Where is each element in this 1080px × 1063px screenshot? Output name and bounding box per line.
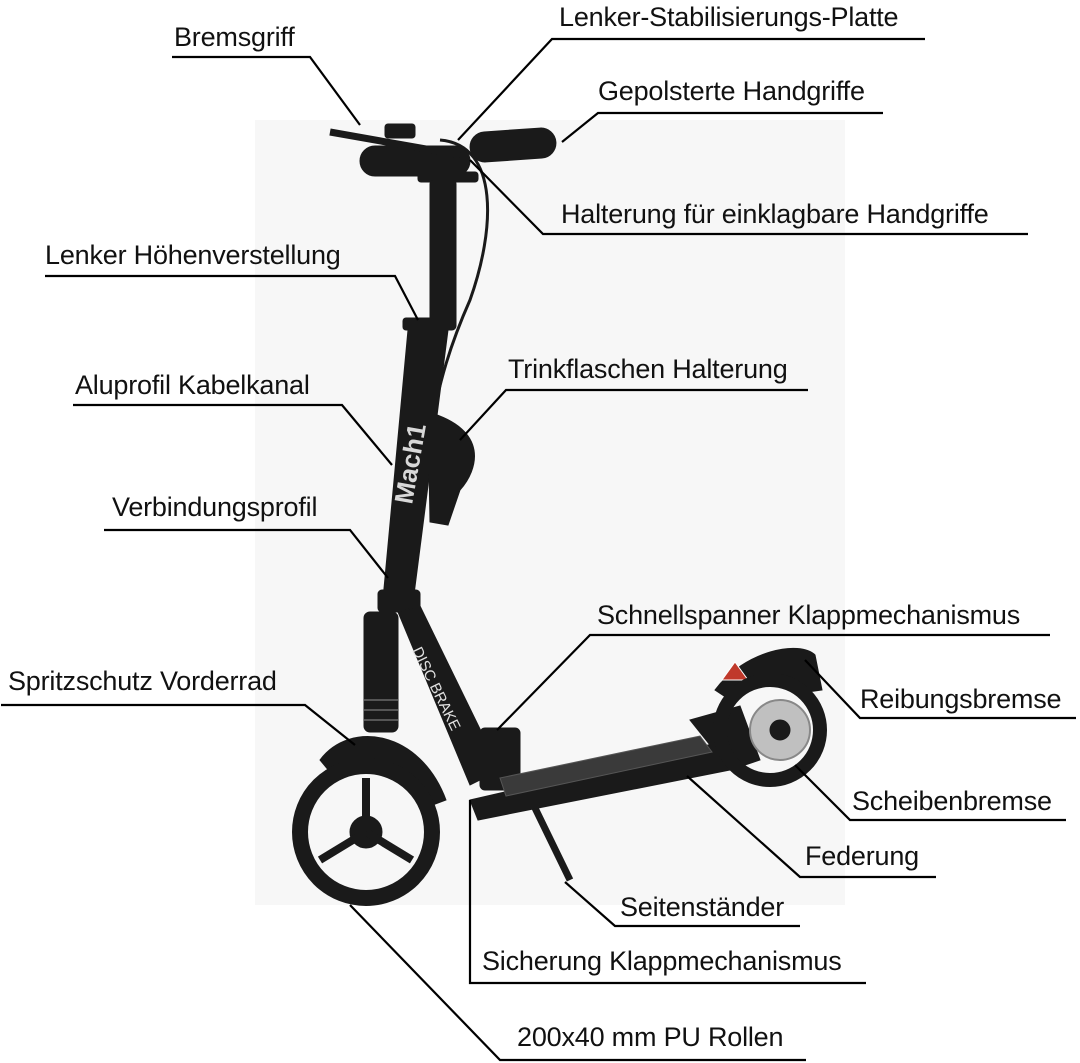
leader-scheibenbremse bbox=[794, 764, 1066, 822]
kickstand bbox=[531, 806, 574, 882]
label-sicherung: Sicherung Klappmechanismus bbox=[482, 946, 842, 976]
label-seitenstaender: Seitenständer bbox=[620, 892, 785, 922]
label-verbindungsprofil: Verbindungsprofil bbox=[112, 492, 318, 522]
leader-halterung bbox=[469, 159, 1028, 236]
deck-grip bbox=[499, 735, 713, 797]
leader-hoehenverstellung bbox=[45, 274, 419, 321]
leader-federung bbox=[686, 775, 936, 879]
rear-hub bbox=[769, 719, 791, 741]
leader-kabelkanal bbox=[73, 403, 393, 466]
front-fork bbox=[363, 611, 399, 733]
front-wheel bbox=[292, 758, 440, 906]
leader-verbindungsprofil bbox=[104, 528, 389, 579]
label-hoehenverstellung: Lenker Höhenverstellung bbox=[45, 240, 341, 270]
leader-bremsgriff bbox=[172, 55, 361, 126]
label-handgriffe: Gepolsterte Handgriffe bbox=[598, 76, 865, 106]
leader-sicherung bbox=[468, 800, 866, 985]
leader-handgriffe bbox=[561, 111, 883, 143]
scooter-illustration bbox=[292, 123, 827, 906]
leader-trinkflaschen bbox=[459, 388, 808, 441]
label-spritzschutz: Spritzschutz Vorderrad bbox=[8, 666, 277, 696]
bottle-holder bbox=[427, 411, 475, 526]
leader-lines bbox=[1, 37, 1076, 1062]
label-reibungsbremse: Reibungsbremse bbox=[860, 684, 1062, 714]
label-halterung-handgriffe: Halterung für einklagbare Handgriffe bbox=[561, 199, 989, 229]
label-trinkflaschen: Trinkflaschen Halterung bbox=[508, 354, 788, 384]
label-rollen: 200x40 mm PU Rollen bbox=[517, 1022, 784, 1052]
leader-stabilisierung bbox=[457, 37, 925, 141]
label-schnellspanner: Schnellspanner Klappmechanismus bbox=[597, 600, 1021, 630]
label-stabilisierungs-platte: Lenker-Stabilisierungs-Platte bbox=[559, 2, 899, 32]
leader-spritzschutz bbox=[1, 703, 356, 746]
leader-seitenstaender bbox=[564, 881, 800, 928]
right-grip bbox=[469, 127, 557, 163]
brake-lever bbox=[329, 128, 461, 159]
upper-stem bbox=[429, 179, 457, 331]
label-federung: Federung bbox=[805, 841, 919, 871]
rear-wheel bbox=[713, 673, 827, 787]
leader-schnellspanner bbox=[496, 633, 1050, 731]
leader-rollen bbox=[349, 904, 806, 1062]
label-bremsgriff: Bremsgriff bbox=[174, 22, 295, 52]
leader-reibungsbremse bbox=[804, 659, 1076, 720]
height-clamp bbox=[402, 317, 444, 331]
label-kabelkanal: Aluprofil Kabelkanal bbox=[75, 370, 310, 400]
brake-mount bbox=[384, 123, 416, 139]
label-scheibenbremse: Scheibenbremse bbox=[852, 786, 1052, 816]
